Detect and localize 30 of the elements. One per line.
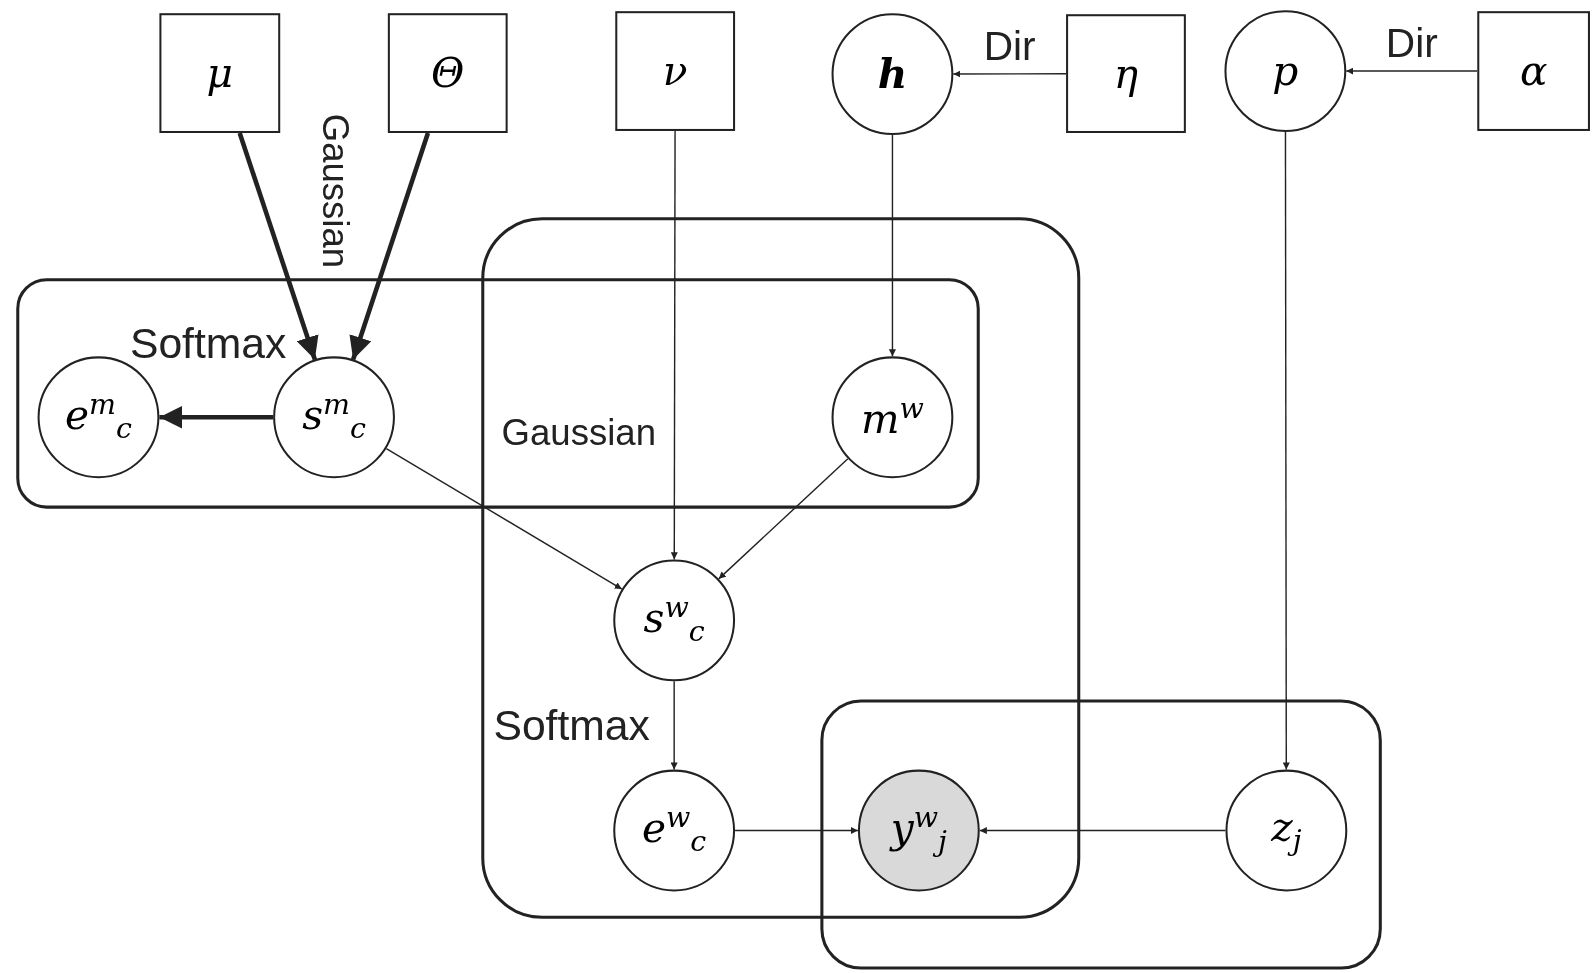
arrow	[385, 447, 623, 590]
math-symbol: p	[1272, 50, 1299, 92]
parameter-box	[615, 11, 736, 131]
math-symbol: z$_{j}$	[1271, 806, 1302, 855]
arrow	[734, 826, 859, 835]
parameter-box	[387, 13, 508, 133]
math-symbol: Θ	[431, 52, 465, 94]
arrow	[1282, 131, 1290, 771]
arrow	[670, 130, 678, 561]
arrow	[237, 132, 319, 361]
distribution-label: Gaussian	[316, 113, 354, 269]
math-symbol: ν	[662, 50, 688, 92]
math-symbol: α	[1519, 50, 1548, 92]
arrow	[159, 405, 274, 429]
parameter-box	[1066, 14, 1186, 133]
parameter-box	[1477, 11, 1590, 131]
distribution-label: Softmax	[493, 704, 650, 748]
math-symbol: m$^{w}$	[861, 395, 924, 440]
math-symbol: h	[877, 53, 908, 95]
arrow	[979, 826, 1227, 835]
distribution-label: Gaussian	[501, 414, 656, 451]
arrow	[670, 680, 678, 771]
arrow	[952, 70, 1067, 78]
distribution-label: Softmax	[129, 322, 287, 366]
arrow	[349, 132, 431, 361]
arrow	[888, 134, 896, 358]
math-symbol: μ	[206, 52, 233, 94]
arrow	[1345, 67, 1478, 75]
parameter-box	[159, 13, 281, 133]
arrow	[718, 458, 849, 580]
